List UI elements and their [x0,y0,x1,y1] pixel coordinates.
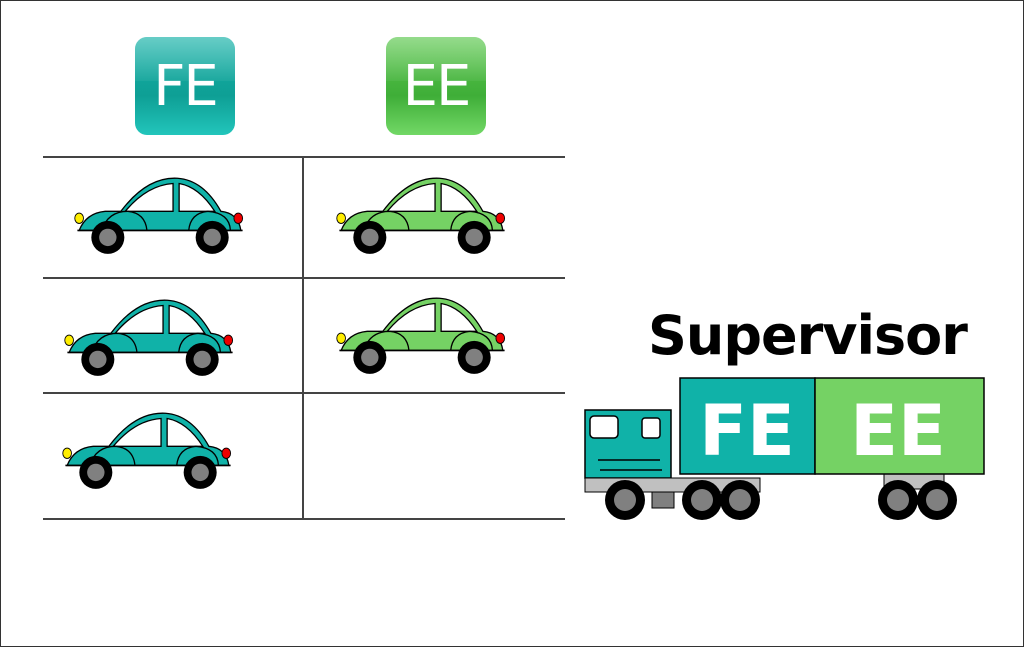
teal-car-icon [61,412,232,490]
teal-car-icon [63,299,234,377]
grid-line-row2 [43,392,565,394]
green-car-icon [335,177,506,255]
grid-line-divider [302,157,304,520]
supervisor-title: Supervisor [648,304,968,367]
grid-line-bottom [43,518,565,520]
container-fe-label: FE [699,390,795,472]
container-ee-label: EE [850,390,946,472]
green-car-icon [335,297,506,375]
supervisor-truck-icon: FE EE [584,377,985,520]
grid-line-row1 [43,277,565,279]
teal-car-icon [73,177,244,255]
grid-line-top [43,156,565,158]
ee-app-icon: EE [386,37,486,135]
fe-app-icon: FE [135,37,235,135]
